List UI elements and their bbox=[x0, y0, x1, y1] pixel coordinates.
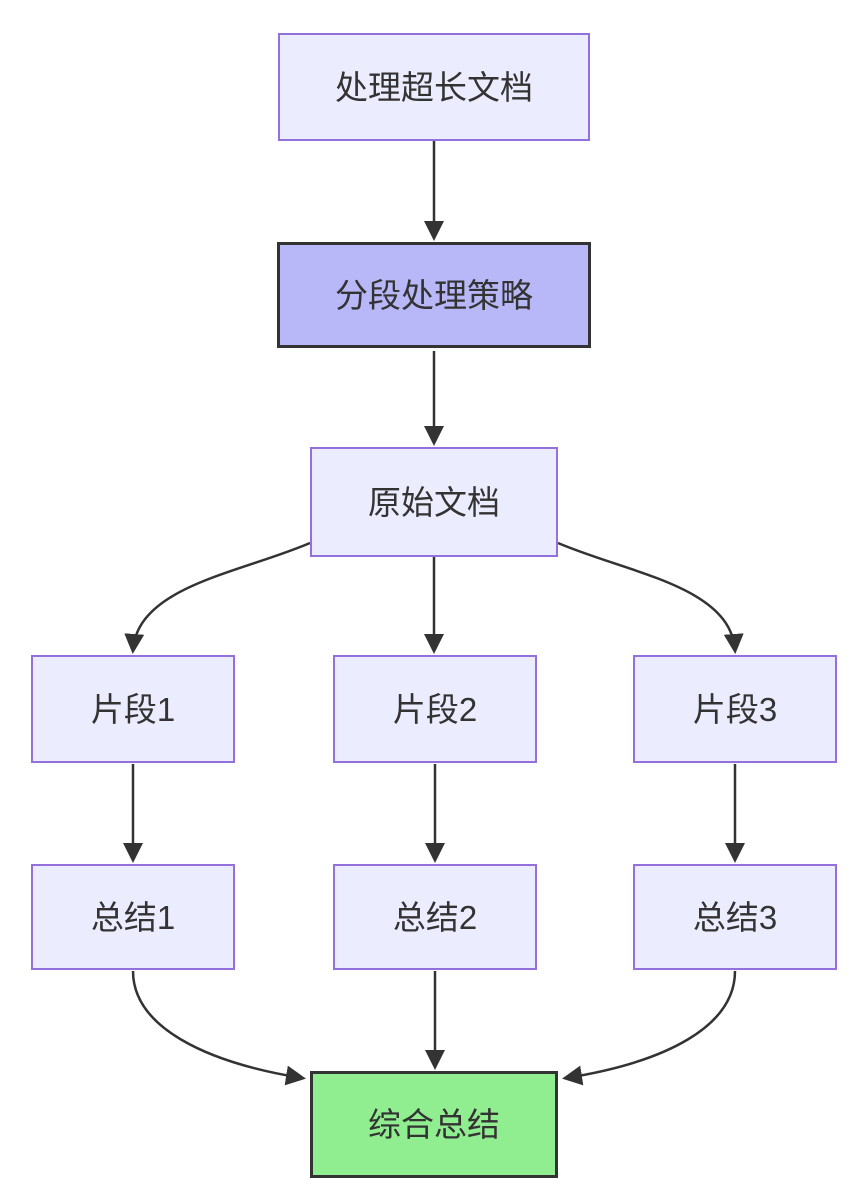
node-label-strategy: 分段处理策略 bbox=[335, 276, 533, 314]
flow-node-start: 处理超长文档 bbox=[278, 33, 590, 141]
flow-node-strategy: 分段处理策略 bbox=[277, 242, 591, 348]
node-label-start: 处理超长文档 bbox=[335, 68, 533, 106]
node-label-fragment-2: 片段2 bbox=[392, 690, 478, 728]
flow-node-summary-3: 总结3 bbox=[633, 864, 837, 970]
node-label-fragment-3: 片段3 bbox=[692, 690, 778, 728]
node-label-final-summary: 综合总结 bbox=[368, 1106, 500, 1143]
flow-node-original-doc: 原始文档 bbox=[310, 447, 558, 557]
node-label-summary-2: 总结2 bbox=[392, 898, 478, 936]
flow-node-summary-1: 总结1 bbox=[31, 864, 235, 970]
node-label-fragment-1: 片段1 bbox=[90, 690, 176, 728]
flow-node-fragment-1: 片段1 bbox=[31, 655, 235, 763]
flow-node-fragment-2: 片段2 bbox=[333, 655, 537, 763]
flow-node-summary-2: 总结2 bbox=[333, 864, 537, 970]
edge-doc-frag3 bbox=[557, 541, 744, 654]
edge-doc-frag1 bbox=[124, 541, 311, 654]
edge-sum1-final bbox=[131, 970, 306, 1086]
node-label-summary-3: 总结3 bbox=[692, 898, 778, 936]
edge-sum3-final bbox=[562, 970, 737, 1086]
flow-node-fragment-3: 片段3 bbox=[633, 655, 837, 763]
flow-node-final-summary: 综合总结 bbox=[310, 1071, 558, 1178]
node-label-summary-1: 总结1 bbox=[90, 898, 176, 936]
node-label-original-doc: 原始文档 bbox=[368, 483, 500, 521]
